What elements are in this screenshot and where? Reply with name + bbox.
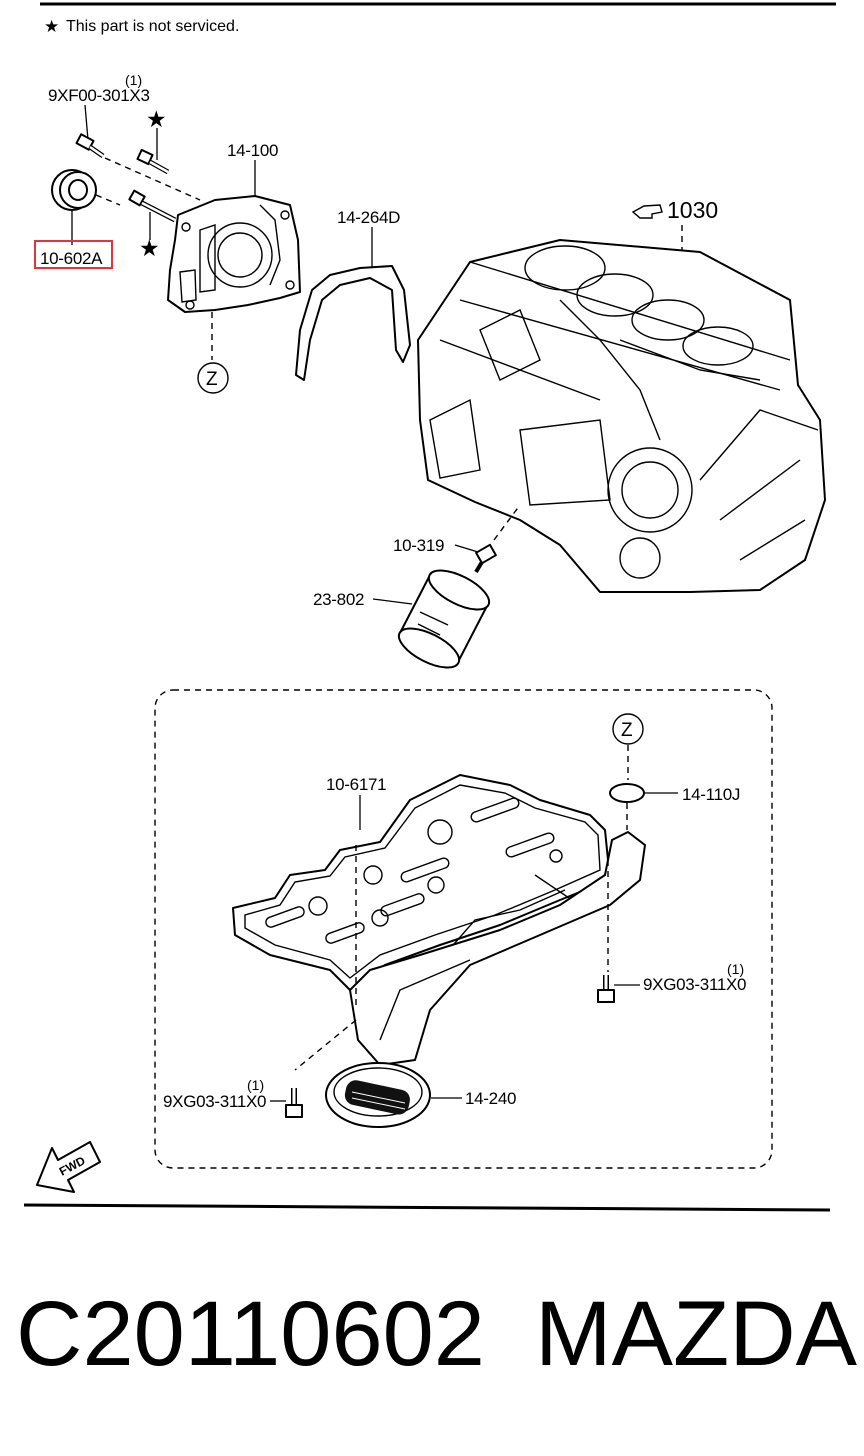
baffle-plate <box>232 774 611 991</box>
not-serviced-note: ★ This part is not serviced. <box>44 17 239 36</box>
bolt-top <box>75 133 105 159</box>
bolt-top-qty: (1) <box>125 72 142 88</box>
inset-frame <box>154 689 773 1169</box>
oil-filter-label: 23-802 <box>313 590 364 609</box>
o-ring-label: 14-110J <box>682 785 740 804</box>
oil-pump-label: 14-100 <box>227 141 278 160</box>
fwd-arrow-icon: FWD <box>36 1141 101 1193</box>
gasket <box>295 265 411 381</box>
baffle-plate-label: 10-6171 <box>326 775 386 794</box>
bolt-top-leader <box>84 104 89 141</box>
oil-strainer <box>325 831 646 1128</box>
oil-pump <box>167 195 301 313</box>
bolt-left-qty: (1) <box>247 1077 264 1093</box>
pointing-hand-icon <box>631 204 663 219</box>
highlight-box <box>34 240 113 269</box>
footer-part-code: C20110602 <box>16 1283 485 1385</box>
zone-marker-inset <box>612 713 644 745</box>
bolt-star-lower <box>128 189 177 223</box>
bolt-right <box>597 975 615 1003</box>
footer-brand: MAZDA <box>535 1283 857 1385</box>
bolt-right-code: 9XG03-311X0 <box>643 975 746 994</box>
star-icon: ★ <box>146 106 167 132</box>
star-icon: ★ <box>139 235 160 261</box>
bottom-rule <box>23 1203 831 1212</box>
oil-seal <box>51 169 97 211</box>
star-icon: ★ <box>44 17 59 36</box>
zone-marker-top <box>197 362 229 394</box>
engine-block-ref: 1030 <box>667 197 718 223</box>
gasket-label: 14-264D <box>337 208 400 227</box>
bolt-star-upper <box>136 148 170 175</box>
strainer-label: 14-240 <box>465 1089 516 1108</box>
zone-marker-inset-label: Z <box>621 720 633 741</box>
engine-block <box>417 239 826 593</box>
zone-marker-top-label: Z <box>206 369 218 390</box>
note-text: This part is not serviced. <box>66 18 239 35</box>
o-ring <box>609 783 645 803</box>
bolt-left <box>285 1088 303 1118</box>
oil-seal-label: 10-602A <box>40 249 103 268</box>
bolt-right-qty: (1) <box>727 961 744 977</box>
oil-filter <box>397 569 491 669</box>
bolt-left-code: 9XG03-311X0 <box>163 1092 266 1111</box>
bolt-top-code: 9XF00-301X3 <box>48 86 150 105</box>
oil-pressure-switch <box>474 543 497 574</box>
oil-pressure-switch-label: 10-319 <box>393 536 444 555</box>
